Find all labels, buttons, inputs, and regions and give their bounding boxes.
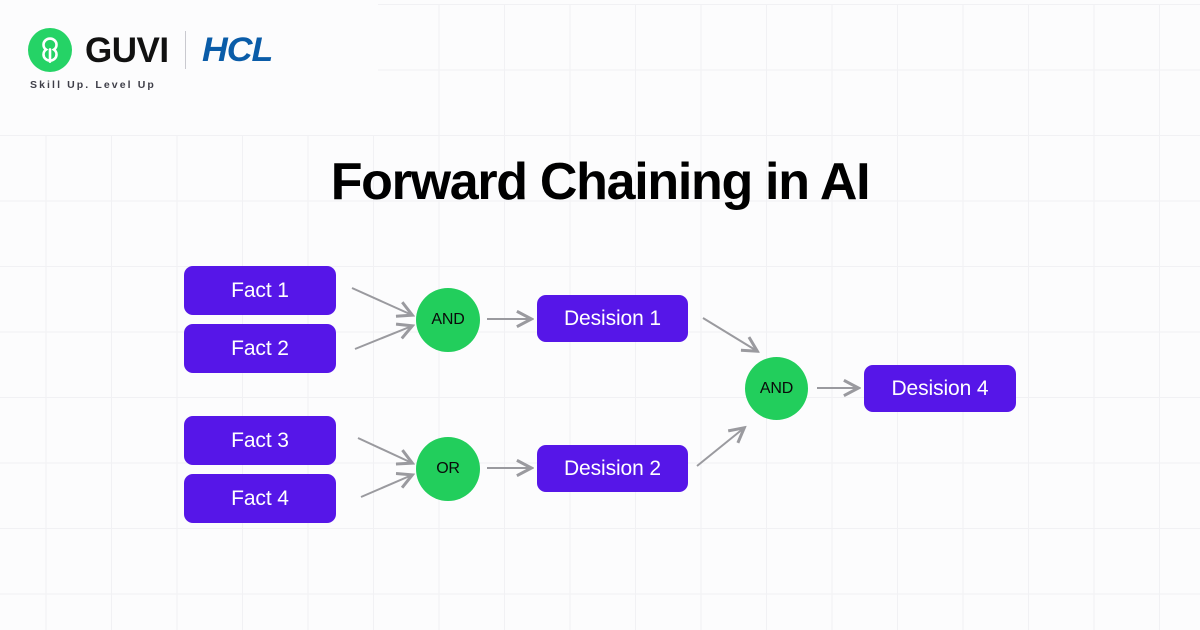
decision-node-4[interactable]: Desision 4 [864, 365, 1016, 412]
fact-node-4[interactable]: Fact 4 [184, 474, 336, 523]
gate-node-and-2[interactable]: AND [745, 357, 808, 420]
hcl-wordmark: HCL [201, 31, 273, 69]
logo-divider [184, 31, 186, 69]
fact-node-3[interactable]: Fact 3 [184, 416, 336, 465]
guvi-wordmark: GUVI [85, 30, 169, 70]
brand-logo-bar: GUVI HCL [28, 28, 273, 72]
brand-tagline: Skill Up. Level Up [30, 79, 156, 91]
gate-node-and-1[interactable]: AND [416, 288, 480, 352]
guvi-g-icon [28, 28, 72, 72]
fact-node-1[interactable]: Fact 1 [184, 266, 336, 315]
gate-node-or-1[interactable]: OR [416, 437, 480, 501]
page-title: Forward Chaining in AI [330, 153, 871, 211]
decision-node-1[interactable]: Desision 1 [537, 295, 688, 342]
fact-node-2[interactable]: Fact 2 [184, 324, 336, 373]
decision-node-2[interactable]: Desision 2 [537, 445, 688, 492]
